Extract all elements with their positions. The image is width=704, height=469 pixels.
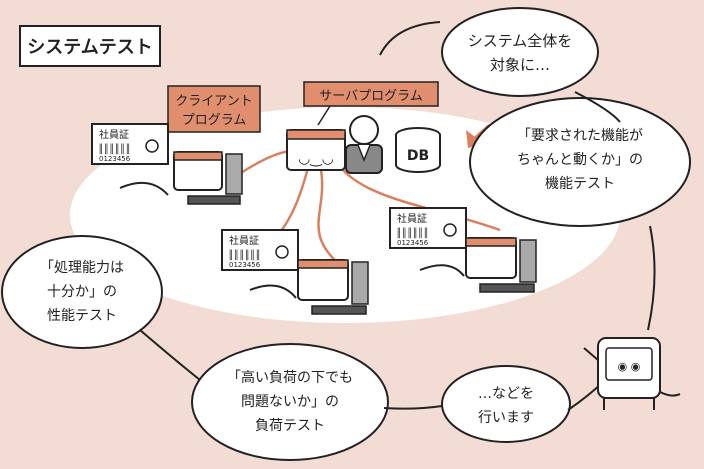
client-label-line-1: クライアント — [175, 94, 252, 109]
server-label-text: サーバプログラム — [319, 89, 422, 104]
id-card-number: 0123456 — [397, 239, 429, 247]
id-card-title: 社員証 — [99, 128, 129, 141]
bubble-functional-line-3: 機能テスト — [545, 176, 615, 192]
bubble-target: システム全体を 対象に… — [441, 7, 599, 97]
svg-text:◉ ◉: ◉ ◉ — [618, 360, 641, 373]
page-title: システムテスト — [27, 37, 152, 58]
bubble-functional: 「要求された機能が ちゃんと動くか」の 機能テスト — [469, 97, 691, 227]
bubble-performance: 「処理能力は 十分か」の 性能テスト — [1, 235, 163, 349]
client-label-line-2: プログラム — [182, 113, 247, 128]
bubble-load: 「高い負荷の下でも 問題ないか」の 負荷テスト — [191, 343, 389, 461]
bubble-functional-line-1: 「要求された機能が — [517, 128, 643, 144]
client-workstation-3: 社員証 ║║║║║║ 0123456 — [389, 207, 537, 293]
server-person — [345, 115, 383, 174]
bubble-performance-line-3: 性能テスト — [47, 308, 117, 324]
id-card-title: 社員証 — [229, 234, 259, 247]
bubble-etc: …などを 行います — [441, 365, 571, 443]
svg-text:║║║║║║: ║║║║║║ — [98, 143, 131, 155]
client-workstation-2: 社員証 ║║║║║║ 0123456 — [221, 229, 369, 315]
computer-mascot: ◉ ◉ — [583, 337, 681, 410]
bubble-load-line-3: 負荷テスト — [255, 418, 325, 434]
id-card-number: 0123456 — [229, 261, 261, 269]
bubble-target-line-2: 対象に… — [490, 56, 550, 74]
id-card-number: 0123456 — [99, 155, 131, 163]
server-label: サーバプログラム — [303, 81, 439, 126]
svg-text:◡‿◡: ◡‿◡ — [298, 151, 334, 167]
speech-tail-line — [379, 21, 441, 56]
bubble-functional-line-2: ちゃんと動くか」の — [517, 152, 643, 168]
bubble-performance-line-2: 十分か」の — [47, 284, 117, 300]
bubble-etc-line-1: …などを — [478, 386, 534, 402]
bubble-etc-line-2: 行います — [478, 410, 534, 426]
header-title-box: システムテスト — [19, 25, 161, 67]
svg-text:║║║║║║: ║║║║║║ — [396, 227, 429, 239]
svg-text:║║║║║║: ║║║║║║ — [228, 249, 261, 261]
database-cylinder: DB — [395, 127, 441, 173]
db-label: DB — [407, 148, 429, 164]
bubble-performance-line-1: 「処理能力は — [40, 260, 124, 276]
server-monitor: ◡‿◡ — [286, 129, 346, 171]
bubble-load-line-2: 問題ないか」の — [241, 394, 339, 410]
client-workstation-1: 社員証 ║║║║║║ 0123456 — [91, 123, 243, 205]
id-card-title: 社員証 — [397, 212, 427, 225]
client-label: クライアント プログラム — [167, 85, 261, 133]
bubble-target-line-1: システム全体を — [468, 32, 573, 50]
bubble-load-line-1: 「高い負荷の下でも — [227, 369, 353, 386]
